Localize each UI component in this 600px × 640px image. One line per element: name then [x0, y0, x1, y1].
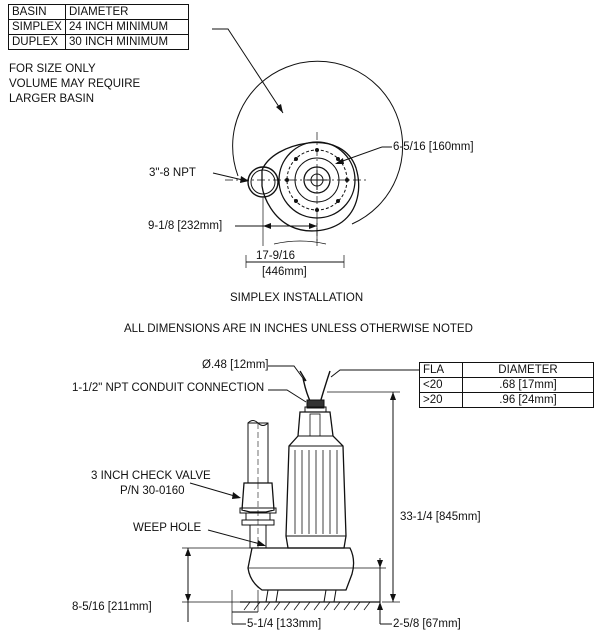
dim-211-label: 8-5/16 [211mm]	[72, 601, 152, 613]
dim-845-label: 33-1/4 [845mm]	[400, 511, 481, 523]
conduit-label: 1-1/2" NPT CONDUIT CONNECTION	[72, 382, 265, 394]
npt-label: 3"-8 NPT	[149, 167, 196, 179]
size-note-line1: FOR SIZE ONLY	[9, 63, 96, 75]
table-cell: 30 INCH MINIMUM	[65, 34, 189, 50]
dim-446-label-line2: [446mm]	[262, 266, 307, 278]
size-note-line3: LARGER BASIN	[9, 93, 94, 105]
diameter-160-label: 6-5/16 [160mm]	[393, 141, 474, 153]
check-valve-label-line1: 3 INCH CHECK VALVE	[91, 470, 211, 482]
arrowhead	[276, 104, 283, 113]
weep-hole-label: WEEP HOLE	[133, 522, 202, 534]
fla-diameter-header: DIAMETER	[462, 362, 594, 378]
power-cable-left	[302, 377, 312, 404]
check-valve-leader	[189, 482, 239, 498]
dim-67-label: 2-5/8 [67mm]	[393, 618, 461, 630]
table-row: DUPLEX 30 INCH MINIMUM	[8, 34, 189, 50]
power-cable-right	[319, 370, 331, 404]
table-cell: <20	[419, 377, 463, 393]
side-view	[182, 365, 419, 625]
simplex-installation-caption: SIMPLEX INSTALLATION	[230, 292, 364, 304]
fla-header: FLA	[419, 362, 463, 378]
table-cell: .68 [17mm]	[462, 377, 594, 393]
table-cell: .96 [24mm]	[462, 392, 594, 408]
table-row: <20 .68 [17mm]	[419, 377, 594, 393]
weep-hole-leader	[207, 529, 265, 546]
dim-133-label: 5-1/4 [133mm]	[247, 618, 322, 630]
table-cell: DUPLEX	[8, 34, 66, 50]
motor-fins	[294, 450, 338, 534]
basin-table: BASIN DIAMETER SIMPLEX 24 INCH MINIMUM D…	[8, 4, 189, 50]
pump-foot-left	[265, 589, 279, 603]
conduit-leader	[268, 389, 307, 403]
dim-446-label-line1: 17-9/16	[256, 250, 296, 262]
fla-leader	[330, 369, 419, 378]
table-row: >20 .96 [24mm]	[419, 392, 594, 408]
floor-hatch	[243, 601, 371, 611]
cable-diameter-label: Ø.48 [12mm]	[202, 359, 269, 371]
basin-leader-line	[212, 28, 284, 114]
table-cell: >20	[419, 392, 463, 408]
dim-446-arc	[273, 240, 327, 245]
dim-232-label: 9-1/8 [232mm]	[148, 220, 223, 232]
dia-160-leader	[336, 146, 383, 164]
table-row: FLA DIAMETER	[419, 362, 594, 378]
pump-foot-right	[323, 589, 337, 603]
discharge-bore	[250, 169, 276, 195]
check-valve-label-line2: P/N 30-0160	[120, 485, 185, 497]
cable-dia-leader	[268, 365, 306, 382]
cable-tip	[299, 370, 307, 382]
motor-bolts	[285, 148, 349, 212]
top-view	[212, 28, 404, 268]
discharge-flange	[247, 166, 279, 198]
conduit-fitting	[306, 399, 325, 409]
pipe-break-top	[247, 420, 269, 426]
basin-outline	[232, 60, 404, 225]
fla-table: FLA DIAMETER <20 .68 [17mm] >20 .96 [24m…	[419, 362, 594, 408]
pump-volute	[247, 547, 355, 591]
dimensions-note: ALL DIMENSIONS ARE IN INCHES UNLESS OTHE…	[124, 323, 473, 335]
size-note-line2: VOLUME MAY REQUIRE	[9, 78, 141, 90]
check-valve	[241, 482, 275, 513]
